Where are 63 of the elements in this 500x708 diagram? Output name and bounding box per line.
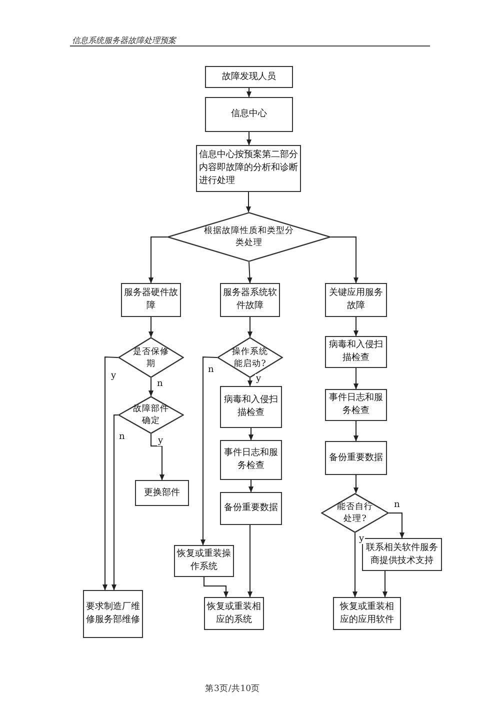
process-box: 信息中心 [205,97,293,132]
edge-label: n [393,500,401,510]
arrow [247,262,252,284]
process-box: 更换部件 [135,480,189,506]
arrow [248,524,252,598]
edge-label: y [110,371,118,381]
process-box: 病毒和入侵扫描检查 [220,386,282,428]
arrow [330,236,358,284]
decision-diamond [118,396,184,434]
edge-label: n [156,379,164,389]
decision-diamond [118,337,184,378]
process-box: 关键应用服务故障 [325,283,387,317]
arrow [382,570,388,598]
process-box: 信息中心按预案第二部分内容即故障的分析和诊断进行处理 [196,145,301,192]
process-box: 要求制造厂维修服务部维修 [83,590,143,638]
decision-text: 根据故障性质和类型分类处理 [204,225,294,249]
process-box: 事件日志和服务检查 [220,440,282,480]
decision-diamond [321,493,389,533]
process-box: 备份重要数据 [220,492,282,525]
process-box: 故障发现人员 [205,66,293,88]
arrow [248,428,254,440]
process-box: 联系相关软件服务商提供技术支持 [362,538,442,571]
arrow [246,88,252,98]
arrow [354,368,358,390]
arrow [354,474,358,494]
arrow [204,576,228,598]
process-box: 事件日志和服务检查 [325,389,387,421]
arrow [148,316,154,338]
page-header: 信息系统服务器故障处理预案 [72,36,176,46]
edge-label: n [118,432,126,442]
process-box: 服务器系统软件故障 [220,283,280,317]
page-number: 第3页/共10页 [205,684,260,694]
decision-diamond [167,212,331,262]
process-box: 服务器硬件故障 [121,283,181,317]
arrow [102,356,118,590]
decision-diamond [217,337,283,378]
arrow [352,532,358,598]
edge-label: y [157,436,164,446]
arrow [200,356,218,546]
decision-text: 能否自行处理? [336,501,374,525]
arrow [148,378,154,396]
arrow [150,434,164,480]
process-box: 恢复或重装相应的应用软件 [333,597,401,630]
decision-text: 是否保修期 [132,346,170,370]
decision-text: 操作系统能启动? [232,346,268,370]
edge-label: y [255,374,262,384]
arrow [112,414,118,590]
arrow [248,480,254,492]
edge-label: y [358,534,366,544]
arrow [354,316,358,336]
arrow [354,420,358,442]
arrow [248,378,252,386]
arrow [148,236,168,284]
arrow [388,512,404,538]
arrow [248,316,252,338]
decision-text: 故障部件确定 [132,403,170,427]
process-box: 病毒和入侵扫描检查 [325,336,387,368]
process-box: 恢复或重装操作系统 [174,545,234,577]
arrow [246,132,252,146]
edge-label: n [207,365,215,375]
arrow [246,192,251,212]
process-box: 备份重要数据 [325,441,387,475]
process-box: 恢复或重装相应的系统 [204,597,264,630]
